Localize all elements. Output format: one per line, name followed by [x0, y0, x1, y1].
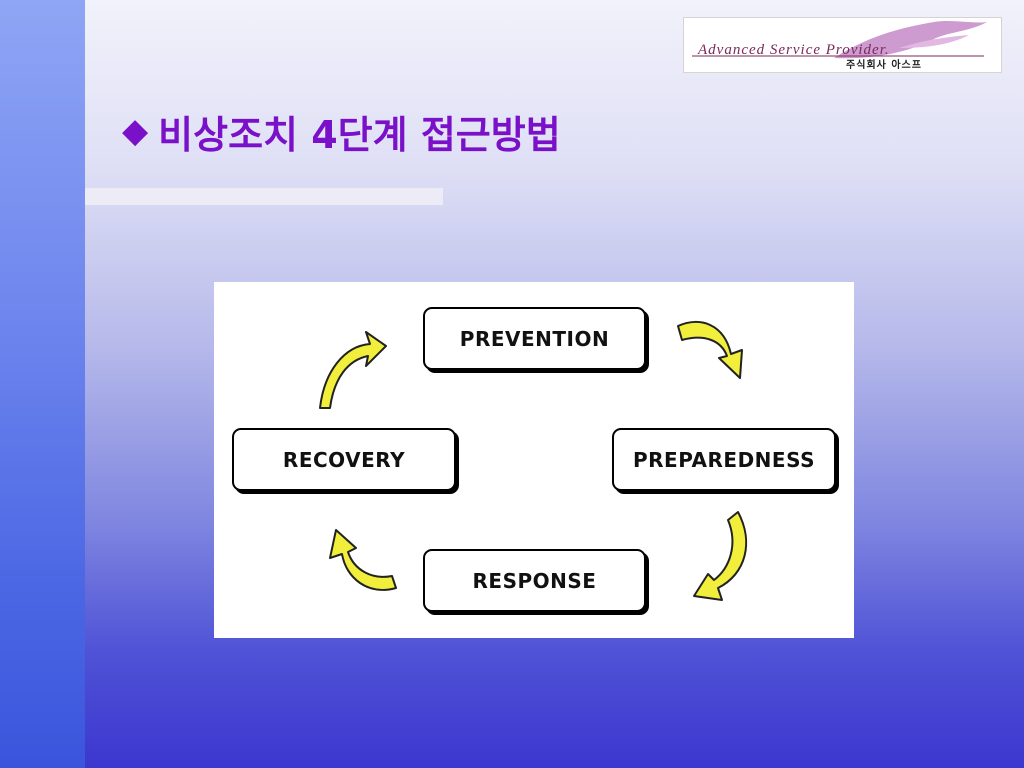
left-accent-strip: [0, 0, 85, 768]
stage-preparedness-label: PREPAREDNESS: [633, 447, 815, 472]
stage-prevention: PREVENTION: [423, 307, 646, 370]
stage-prevention-label: PREVENTION: [459, 326, 610, 351]
emergency-cycle-diagram: PREVENTION PREPAREDNESS RESPONSE RECOVER…: [214, 282, 854, 638]
stage-response-label: RESPONSE: [472, 568, 597, 593]
stage-preparedness: PREPAREDNESS: [612, 428, 836, 491]
curved-arrow-icon: [329, 529, 397, 591]
curved-arrow-icon: [677, 321, 743, 379]
stage-response: RESPONSE: [423, 549, 646, 612]
slide-title: ◆ 비상조치 4단계 접근방법: [122, 104, 561, 158]
company-logo: Advanced Service Provider. 주식회사 아스프: [683, 17, 1002, 73]
logo-company-name: 주식회사 아스프: [846, 60, 922, 71]
title-underline-bar: [85, 188, 443, 205]
logo-script-text: Advanced Service Provider.: [698, 42, 890, 58]
curved-arrow-icon: [693, 511, 748, 601]
stage-recovery: RECOVERY: [232, 428, 456, 491]
stage-recovery-label: RECOVERY: [282, 447, 406, 472]
diamond-bullet-icon: ◆: [122, 111, 149, 151]
slide-title-text: 비상조치 4단계 접근방법: [158, 112, 561, 157]
logo-brush-graphic: [692, 21, 987, 59]
curved-arrow-icon: [319, 331, 387, 409]
